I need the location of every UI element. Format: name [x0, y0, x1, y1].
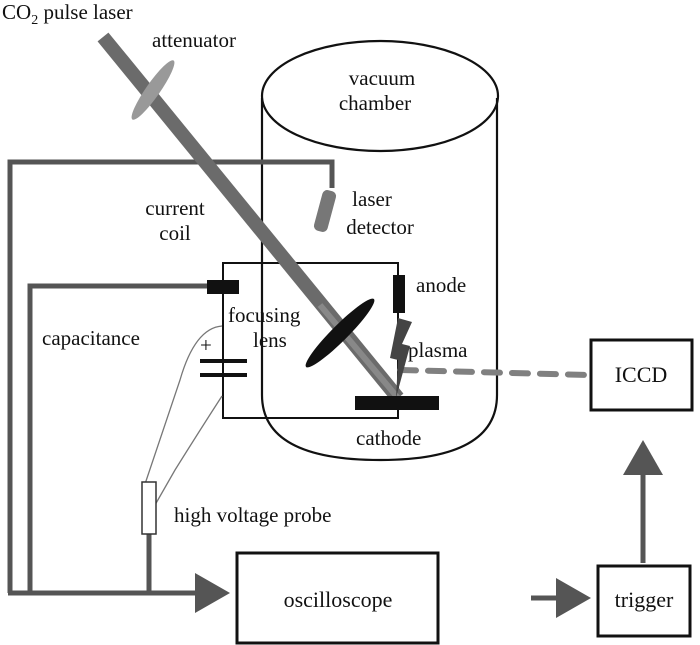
plasma-label: plasma: [408, 338, 468, 362]
laser-detector-icon: [313, 190, 337, 232]
anode-icon: [393, 275, 405, 313]
co2-laser-label: CO2 pulse laser: [2, 0, 133, 28]
vacuum-chamber-label-line2: chamber: [339, 91, 411, 115]
focusing-lens-icon: [305, 298, 375, 368]
vacuum-chamber: [260, 39, 500, 462]
attenuator-label: attenuator: [152, 28, 236, 52]
cathode-icon: [355, 396, 439, 410]
chamber-body: [260, 98, 499, 462]
anode-label: anode: [416, 273, 466, 297]
iccd-box: [589, 338, 694, 412]
high-voltage-probe-label: high voltage probe: [174, 503, 331, 527]
capacitor-plus-label: +: [200, 333, 212, 357]
cathode-label: cathode: [356, 426, 421, 450]
optical-path-to-iccd: [397, 367, 591, 378]
probe-lead-2: [154, 395, 223, 506]
focused-beam: [317, 303, 401, 400]
current-coil-label-line1: current: [145, 196, 205, 220]
vacuum-chamber-label-line1: vacuum: [349, 66, 415, 90]
trigger-label: trigger: [615, 587, 674, 612]
attenuator-icon: [131, 60, 175, 120]
current-coil-label-line2: coil: [159, 221, 191, 245]
capacitor-wire: [27, 283, 212, 593]
high-voltage-probe-icon: [141, 481, 157, 535]
oscilloscope-box: [235, 551, 440, 645]
focusing-lens-label-line2: lens: [253, 328, 287, 352]
capacitance-label: capacitance: [42, 326, 140, 350]
capacitor-terminal: [207, 280, 239, 294]
plasma-spark-icon: [390, 318, 412, 398]
laser-detector-label-line2: detector: [346, 215, 414, 239]
oscilloscope-label: oscilloscope: [284, 587, 393, 612]
current-coil-wire: [7, 159, 335, 593]
probe-lead-1: [144, 325, 223, 485]
laser-detector-label-line1: laser: [352, 187, 392, 211]
iccd-label: ICCD: [615, 362, 668, 387]
chamber-top: [260, 39, 500, 153]
trigger-box: [596, 564, 692, 638]
focusing-lens-label-line1: focusing: [228, 303, 301, 327]
